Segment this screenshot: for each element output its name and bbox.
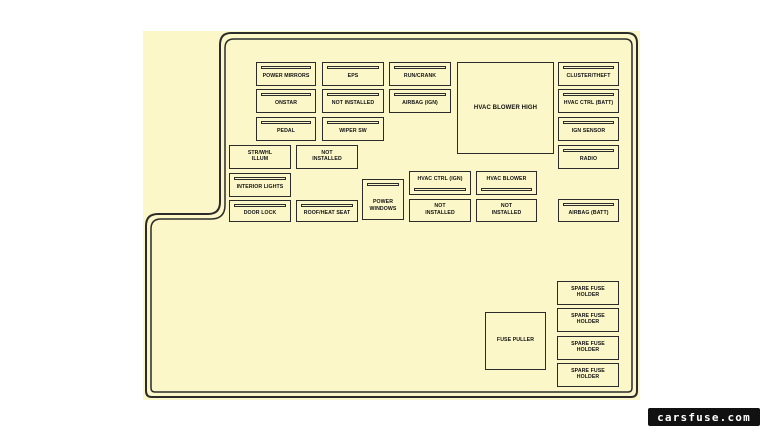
fuse-puller: FUSE PULLER [485, 312, 546, 370]
fuse-label: RADIO [579, 156, 598, 163]
fuse-label: POWER MIRRORS [262, 73, 310, 80]
fuse-power-mirrors: POWER MIRRORS [256, 62, 316, 86]
fuse-label-line-1: STR/WHL [247, 149, 273, 156]
spare-label-line-2: HOLDER [576, 292, 600, 299]
fuse-hvac-blower: HVAC BLOWER [476, 171, 537, 195]
fuse-run-crank: RUN/CRANK [389, 62, 451, 86]
spare-label-line-2: HOLDER [576, 374, 600, 381]
fuse-label-line-2: INSTALLED [425, 209, 455, 216]
fuse-label: EPS [347, 73, 359, 80]
fuse-label-line-1: NOT [434, 203, 446, 210]
fuse-label: INTERIOR LIGHTS [236, 184, 284, 191]
fuse-radio: RADIO [558, 145, 619, 169]
fuse-pedal: PEDAL [256, 117, 316, 141]
fuse-label: AIRBAG (IGN) [402, 100, 438, 107]
spare-label-line-2: HOLDER [576, 347, 600, 354]
fuse-label-line-2: ILLUM [251, 156, 269, 163]
relay-hvac-blower-high: HVAC BLOWER HIGH [457, 62, 554, 154]
fuse-label: HVAC BLOWER [486, 176, 527, 183]
fuse-label-line-1: POWER [372, 199, 394, 206]
fuse-interior-lights: INTERIOR LIGHTS [229, 173, 291, 197]
fuse-airbag-ign: AIRBAG (IGN) [389, 89, 451, 113]
fuse-label: HVAC CTRL (IGN) [417, 176, 463, 183]
spare-label-line-1: SPARE FUSE [571, 340, 605, 347]
fuse-hvac-ctrl-batt: HVAC CTRL (BATT) [558, 89, 619, 113]
fuse-label: IGN SENSOR [571, 128, 606, 135]
fuse-label: AIRBAG (BATT) [568, 209, 609, 216]
fuse-label: WIPER SW [339, 128, 367, 135]
fuse-label: CLUSTER/THEFT [566, 73, 611, 80]
spare-label-line-1: SPARE FUSE [571, 312, 605, 319]
fuse-not-installed-1: NOT INSTALLED [322, 89, 384, 113]
fuse-label: ROOF/HEAT SEAT [303, 210, 351, 217]
fuse-label-line-1: NOT [321, 149, 333, 156]
watermark-logo: carsfuse.com [648, 408, 760, 426]
fuse-roof-heat-seat: ROOF/HEAT SEAT [296, 200, 358, 222]
fuse-label: NOT INSTALLED [331, 100, 375, 107]
fuse-hvac-ctrl-ign: HVAC CTRL (IGN) [409, 171, 471, 195]
fuse-eps: EPS [322, 62, 384, 86]
fuse-label: DOOR LOCK [243, 210, 277, 217]
spare-label-line-2: HOLDER [576, 319, 600, 326]
fuse-label-line-1: NOT [500, 203, 513, 210]
fuse-onstar: ONSTAR [256, 89, 316, 113]
fuse-label-line-2: INSTALLED [312, 156, 342, 163]
fuse-cluster-theft: CLUSTER/THEFT [558, 62, 619, 86]
fuse-wiper-sw: WIPER SW [322, 117, 384, 141]
fuse-label-line-2: INSTALLED [491, 209, 522, 216]
fuse-label-line-2: WINDOWS [369, 205, 397, 212]
fuse-label: HVAC CTRL (BATT) [563, 100, 614, 107]
spare-label-line-1: SPARE FUSE [571, 367, 605, 374]
fuse-puller-label: FUSE PULLER [496, 337, 535, 344]
fuse-label: ONSTAR [274, 100, 298, 107]
spare-label-line-1: SPARE FUSE [571, 285, 605, 292]
fuse-label: PEDAL [276, 128, 296, 135]
fuse-ign-sensor: IGN SENSOR [558, 117, 619, 141]
fuse-airbag-batt: AIRBAG (BATT) [558, 199, 619, 222]
relay-label: HVAC BLOWER HIGH [473, 104, 538, 111]
fuse-door-lock: DOOR LOCK [229, 200, 291, 222]
fuse-label: RUN/CRANK [403, 73, 437, 80]
